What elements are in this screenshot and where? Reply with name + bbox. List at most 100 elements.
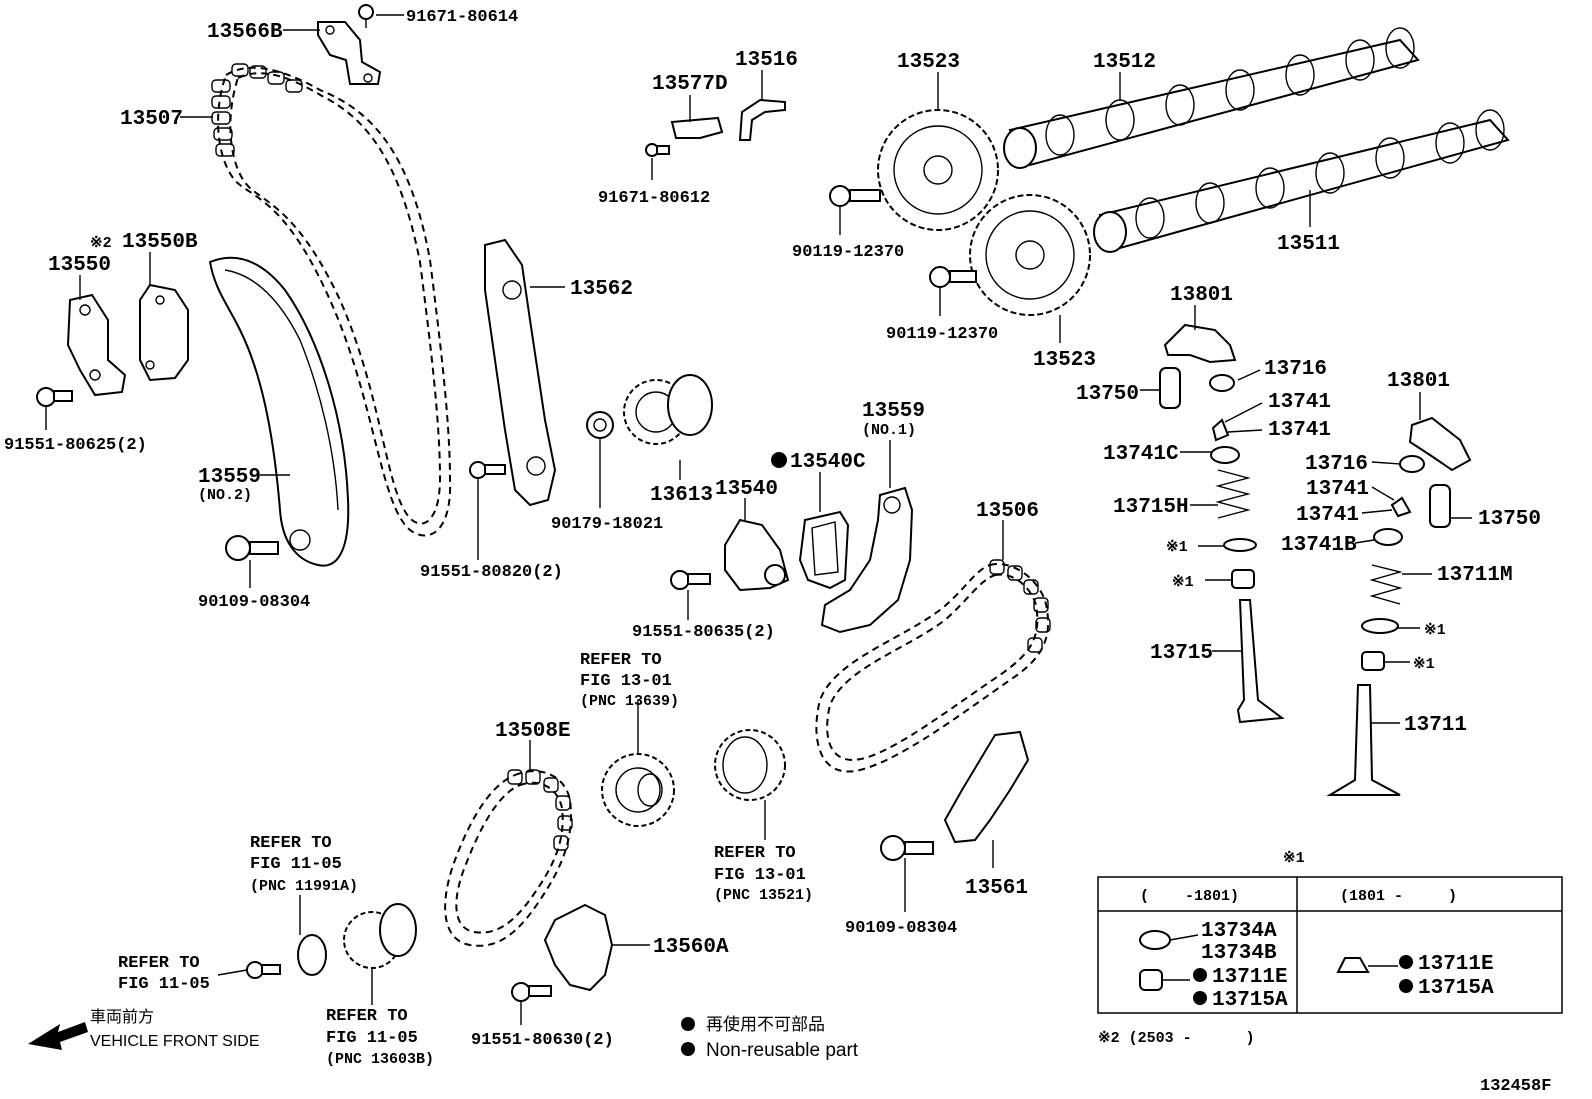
label-13540C: 13540C [790,451,866,474]
non-reusable-dot-col1-1 [1193,968,1207,982]
valve-13715[interactable] [1236,599,1285,724]
gasket-13540C[interactable] [798,510,850,590]
valve-spring-13715H[interactable] [1215,469,1251,519]
spring-seat-b[interactable] [1361,618,1399,634]
bolt-91551-80635[interactable] [670,570,711,590]
timing-chain-13507[interactable] [211,63,452,537]
label-13540: 13540 [715,478,778,501]
label-91551-80625: 91551-80625(2) [4,436,147,455]
valve-13711[interactable] [1326,684,1401,796]
rocker-arm-13801-a[interactable] [1163,323,1237,364]
table-col2-part-1: 13711E [1418,953,1494,976]
spring-seat-a[interactable] [1223,538,1257,552]
idle-gear-13613[interactable] [623,374,713,445]
refer-13521-line2[interactable]: FIG 13-01 [714,866,806,885]
refer-11991A-line2[interactable]: FIG 11-05 [250,855,342,874]
spring-retainer-13741C[interactable] [1210,446,1240,464]
label-13550B: 13550B [122,231,198,254]
chain-tensioner-13540[interactable] [724,518,790,592]
bolt-91671-80612[interactable] [645,143,670,157]
camshaft-sprocket-13523-b[interactable] [969,194,1091,316]
chain-tensioner-13560A[interactable] [543,903,614,992]
non-reusable-dot-col2-1 [1399,955,1413,969]
refer-11-05-line1[interactable]: REFER TO [118,954,200,973]
valve-seal-b[interactable] [1361,651,1385,671]
refer-13639-line3[interactable]: (PNC 13639) [580,693,679,710]
valve-keeper-13741-a[interactable] [1211,418,1230,442]
camshaft-sprocket-13523-a[interactable] [877,109,999,231]
bolt-91551-80625[interactable] [36,387,73,407]
label-13550: 13550 [48,254,111,277]
washer-icon [1139,930,1171,950]
label-13741-c: 13741 [1306,478,1369,501]
valve-seal-a[interactable] [1231,569,1255,589]
valve-cap-13716-b[interactable] [1399,455,1425,473]
chain-guide-13562[interactable] [484,238,557,507]
lash-adjuster-13750-a[interactable] [1159,367,1181,409]
label-13523-b: 13523 [1033,349,1096,372]
label-13507: 13507 [120,108,183,131]
chain-13508E[interactable] [444,769,573,947]
chain-guide-13561[interactable] [943,730,1030,844]
chain-slipper-13559-no1[interactable] [820,486,914,634]
seal-icon-col1 [1139,969,1163,991]
leader-lines [45,14,1472,1025]
label-13711: 13711 [1404,714,1467,737]
tensioner-gasket-13550B[interactable] [139,283,189,382]
label-90119-12370-a: 90119-12370 [792,243,904,262]
table-title: ※1 [1283,850,1305,867]
refer-13603B-line2[interactable]: FIG 11-05 [326,1029,418,1048]
label-13741-b: 13741 [1268,419,1331,442]
valve-cap-13716-a[interactable] [1209,374,1235,392]
refer-13603B-line3[interactable]: (PNC 13603B) [326,1051,434,1068]
rocker-arm-13801-b[interactable] [1408,416,1472,472]
bolt-90109-08304-b[interactable] [880,835,934,861]
timing-chain-13506[interactable] [815,559,1051,773]
chain-tensioner-13550[interactable] [66,293,127,397]
chain-guide-bracket-13566B[interactable] [317,21,382,85]
label-13561: 13561 [965,877,1028,900]
bolt-91671-80614[interactable] [358,4,374,28]
bolt-91551-80630[interactable] [511,982,552,1002]
figure-id: 132458F [1480,1077,1551,1096]
label-90119-12370-b: 90119-12370 [886,325,998,344]
label-13512: 13512 [1093,51,1156,74]
spring-retainer-13741B[interactable] [1373,528,1403,546]
refer-13639-line1[interactable]: REFER TO [580,651,662,670]
vehicle-front-en: VEHICLE FRONT SIDE [90,1033,260,1050]
nut-90179-18021[interactable] [586,411,614,439]
label-mark1-d: ※1 [1413,656,1435,673]
label-13741C: 13741C [1103,443,1179,466]
sprocket-ref-13603B [343,903,417,969]
valve-spring-13711M[interactable] [1369,564,1403,605]
bolt-90119-12370-a[interactable] [829,185,881,207]
lash-adjuster-13750-b[interactable] [1429,484,1451,528]
refer-11991A-line3[interactable]: (PNC 11991A) [250,878,358,895]
label-13715H: 13715H [1113,496,1189,519]
hose-13516[interactable] [738,98,786,141]
label-13506: 13506 [976,500,1039,523]
bolt-90109-08304-a[interactable] [225,535,279,561]
refer-13639-line2[interactable]: FIG 13-01 [580,672,672,691]
label-13716-a: 13716 [1264,358,1327,381]
camshaft-13512[interactable] [1003,27,1420,169]
non-reusable-en: Non-reusable part [706,1040,859,1061]
refer-13603B-line1[interactable]: REFER TO [326,1007,408,1026]
chain-slipper-13559-no2[interactable] [208,256,350,567]
refer-11-05-line2[interactable]: FIG 11-05 [118,975,210,994]
table-col1-header: ( -1801) [1140,888,1239,905]
camshaft-13511[interactable] [1093,109,1510,253]
variant-table [1097,876,1563,1014]
bracket-13577D[interactable] [670,116,724,139]
non-reusable-dot-icon-2 [681,1042,695,1056]
table-col2-header: (1801 - ) [1340,888,1457,905]
label-13801-a: 13801 [1170,284,1233,307]
label-13566B: 13566B [207,21,283,44]
valve-keeper-13741-b[interactable] [1390,496,1412,518]
refer-11991A-line1[interactable]: REFER TO [250,834,332,853]
refer-13521-line1[interactable]: REFER TO [714,844,796,863]
refer-13521-line3[interactable]: (PNC 13521) [714,887,813,904]
bolt-91551-80820[interactable] [469,461,506,479]
label-mark1-c: ※1 [1424,622,1446,639]
bolt-90119-12370-b[interactable] [929,266,977,288]
